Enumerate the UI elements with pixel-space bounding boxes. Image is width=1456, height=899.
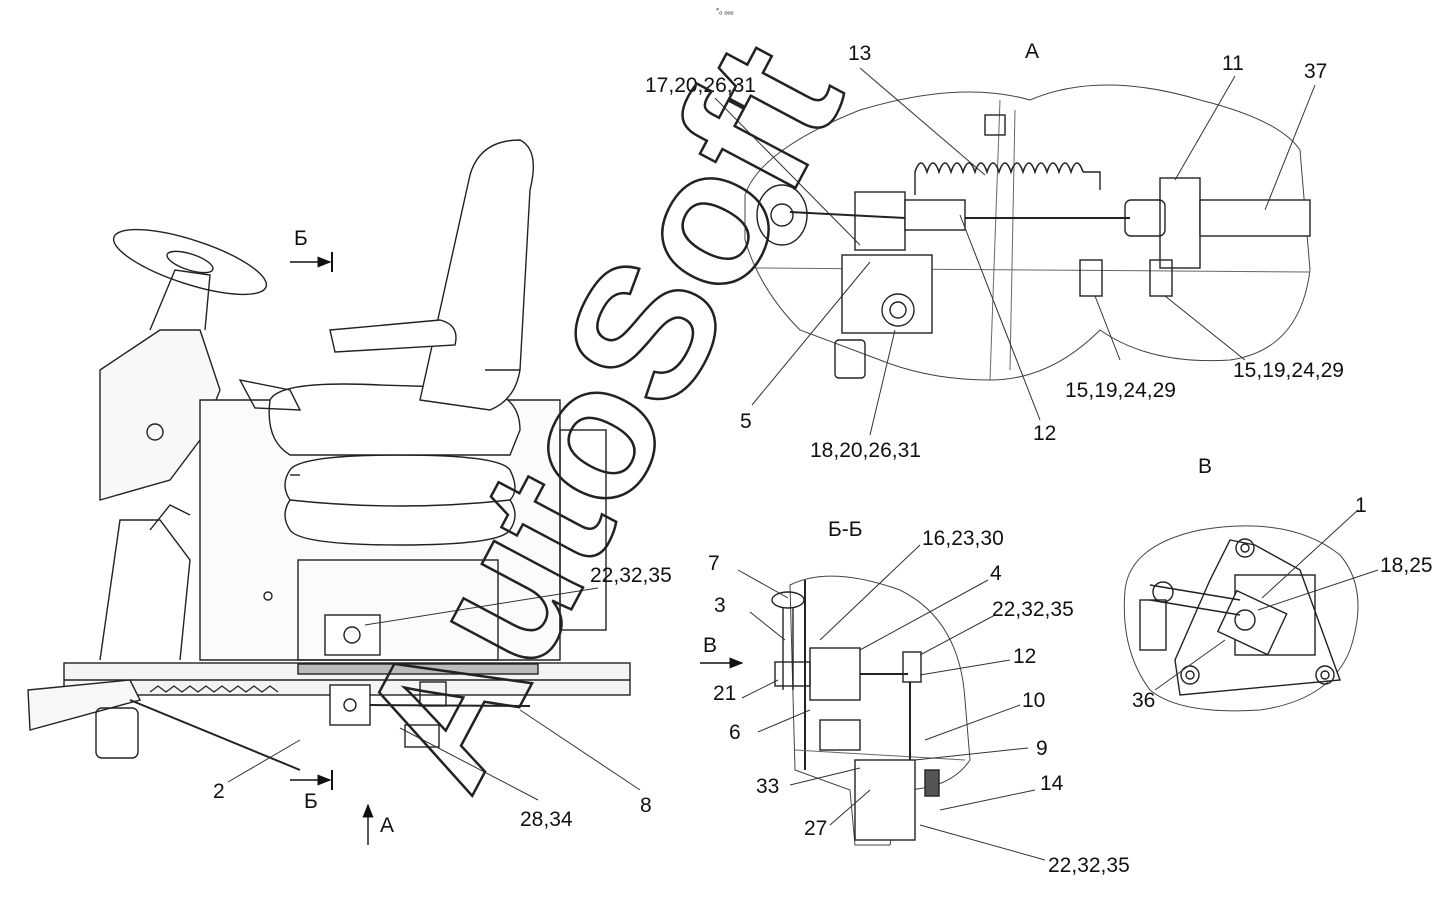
callout-a-15-19-24-29-left: 15,19,24,29 [1065, 379, 1176, 402]
callout-v-18-25: 18,25 [1380, 554, 1433, 577]
pivot-wheel [756, 184, 808, 246]
main-view [27, 139, 631, 771]
callout-a-11: 11 [1222, 52, 1244, 75]
section-arrow-bottom: Б [290, 770, 333, 813]
bb-clevis [902, 651, 922, 683]
section-mark-top: Б [294, 227, 308, 250]
knob [771, 591, 805, 609]
callout-bb-33: 33 [756, 775, 779, 798]
callout-v-1: 1 [1355, 494, 1367, 517]
callout-bb-21: 21 [713, 682, 736, 705]
section-mark-bottom: Б [304, 790, 318, 813]
view-v-outline [1123, 525, 1359, 712]
top-mark: °ₒ ₒₒₒ [716, 7, 734, 16]
linkage-rod-right [369, 704, 531, 707]
linkage-rod-left [129, 699, 301, 771]
callout-a-17-20-26-31: 17,20,26,31 [645, 74, 756, 97]
callout-v-36: 36 [1132, 689, 1155, 712]
callout-main-8: 8 [640, 794, 652, 817]
view-v-title: В [1198, 455, 1212, 478]
cable-adapter [1159, 177, 1201, 269]
clevis [904, 199, 966, 231]
view-arrow-v: В [700, 634, 744, 669]
callout-a-12: 12 [1033, 422, 1056, 445]
callout-a-37: 37 [1304, 60, 1327, 83]
callout-bb-22-32-35-upper: 22,32,35 [992, 598, 1074, 621]
callout-a-15-19-24-29-right: 15,19,24,29 [1233, 359, 1344, 382]
armrest [329, 319, 457, 353]
return-spring [914, 162, 1084, 175]
callout-bb-9: 9 [1036, 737, 1048, 760]
slider-block [854, 191, 906, 251]
callout-a-5: 5 [740, 410, 752, 433]
tension-spring [149, 685, 279, 693]
view-bb-title: Б-Б [828, 518, 863, 541]
bb-catch [924, 769, 940, 797]
view-v [1123, 525, 1359, 712]
steering-wheel [112, 228, 268, 296]
view-arrow-a: А [362, 803, 394, 845]
floor-hatch-strip [297, 663, 539, 675]
callout-bb-4: 4 [990, 562, 1002, 585]
callout-bb-6: 6 [729, 721, 741, 744]
lower-bracket [841, 254, 933, 334]
view-bb [771, 575, 971, 846]
bracket-bolt [881, 293, 915, 327]
view-a [744, 84, 1311, 381]
view-a-outline [744, 84, 1311, 381]
callout-main-2: 2 [213, 780, 225, 803]
view-a-title: А [1025, 40, 1039, 63]
cable-sheath [1199, 199, 1311, 237]
left-pedal [27, 679, 142, 731]
callout-bb-10: 10 [1022, 689, 1045, 712]
callout-a-13: 13 [848, 42, 871, 65]
callout-bb-12: 12 [1013, 645, 1036, 668]
callout-a-18-20-26-31: 18,20,26,31 [810, 439, 921, 462]
callout-main-28-34: 28,34 [520, 808, 573, 831]
view-arrow-v-label: В [703, 634, 717, 657]
bb-sleeve [809, 647, 861, 701]
callout-bb-7: 7 [708, 552, 720, 575]
callout-bb-27: 27 [804, 817, 827, 840]
callout-bb-14: 14 [1040, 772, 1064, 795]
callout-bb-3: 3 [714, 594, 726, 617]
view-mark-a: А [380, 814, 394, 837]
section-arrow-top: Б [290, 227, 333, 272]
bb-lower-bracket [854, 759, 916, 841]
callout-bb-22-32-35-lower: 22,32,35 [1048, 854, 1130, 877]
callout-main-22-32-35: 22,32,35 [590, 564, 672, 587]
linkage-bracket [329, 684, 371, 726]
callout-bb-16-23-30: 16,23,30 [922, 527, 1004, 550]
